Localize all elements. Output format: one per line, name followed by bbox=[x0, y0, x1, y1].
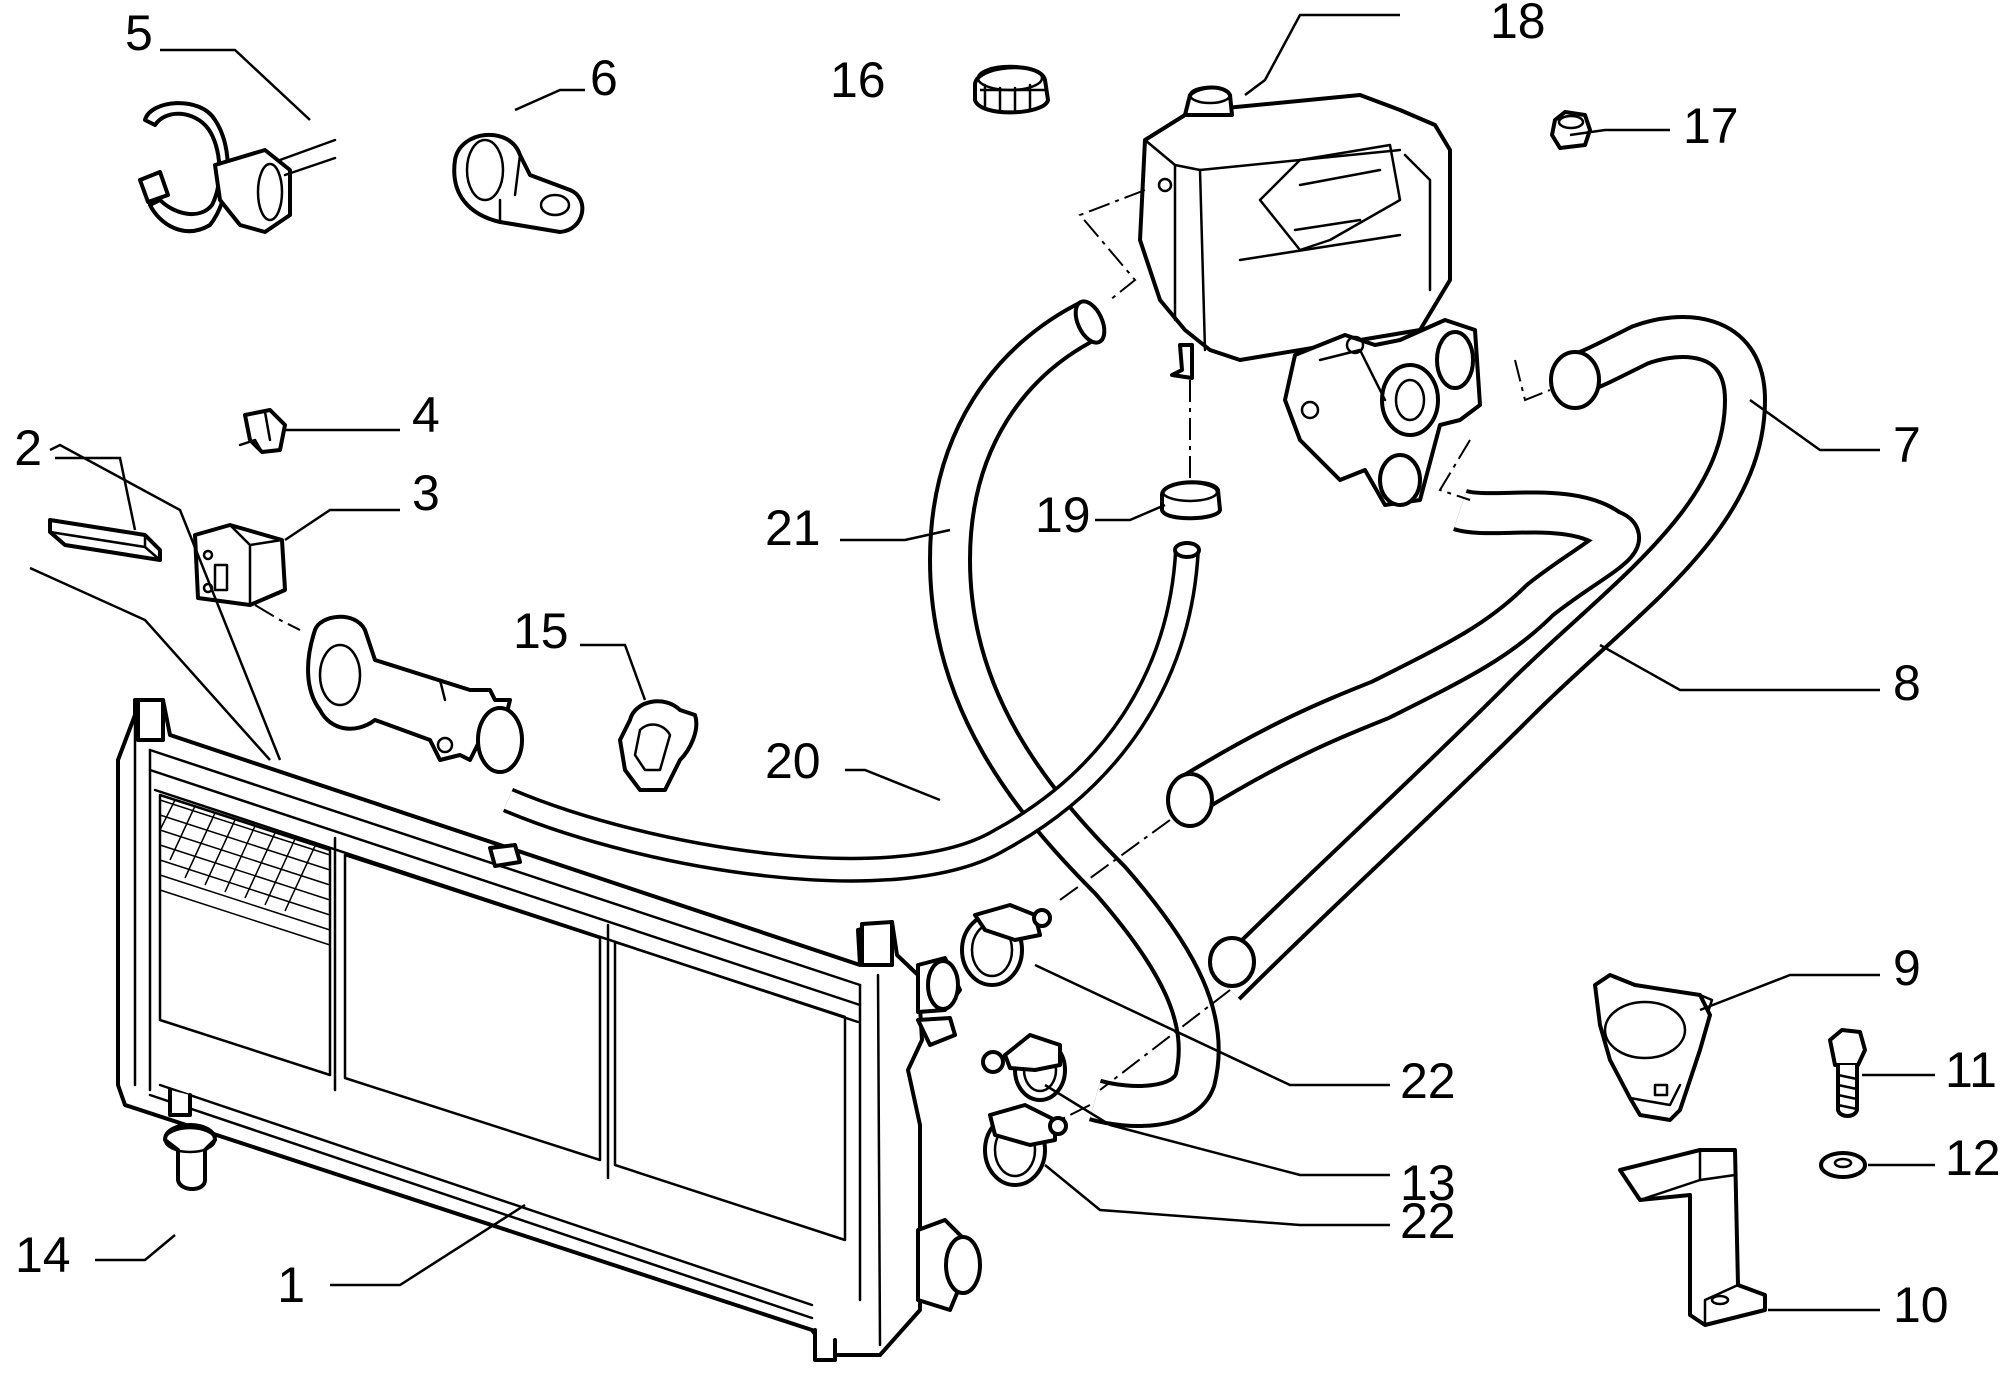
hose-connector bbox=[1593, 973, 1714, 1122]
leader-lines bbox=[29, 13, 1935, 1312]
hex-nut bbox=[1550, 110, 1592, 150]
washer bbox=[1819, 1151, 1867, 1179]
pipe-clamp-large bbox=[138, 101, 337, 234]
hose-8 bbox=[1166, 488, 1641, 828]
expansion-tank bbox=[1138, 85, 1452, 380]
radiator-mesh bbox=[159, 799, 331, 946]
callout-1: 1 bbox=[277, 1257, 305, 1313]
callout-17: 17 bbox=[1683, 98, 1739, 154]
hose-clamp-13 bbox=[981, 1033, 1067, 1102]
callout-22-upper: 22 bbox=[1400, 1053, 1456, 1109]
bolt bbox=[1828, 1028, 1867, 1118]
callout-18: 18 bbox=[1490, 0, 1546, 49]
callout-14: 14 bbox=[15, 1227, 71, 1283]
drain-plug bbox=[163, 1123, 217, 1191]
callout-16: 16 bbox=[830, 52, 886, 108]
callout-8: 8 bbox=[1893, 655, 1921, 711]
callout-7: 7 bbox=[1893, 417, 1921, 473]
hose-retaining-clip bbox=[618, 699, 699, 792]
hose-clamp-22-lower bbox=[983, 1103, 1068, 1187]
callout-2: 2 bbox=[14, 420, 42, 476]
callout-5: 5 bbox=[125, 5, 153, 61]
callout-10: 10 bbox=[1893, 1277, 1949, 1333]
small-clip bbox=[238, 408, 287, 454]
callout-9: 9 bbox=[1893, 940, 1921, 996]
callout-11: 11 bbox=[1945, 1042, 1997, 1098]
callout-12: 12 bbox=[1945, 1130, 2001, 1186]
callout-20: 20 bbox=[765, 733, 821, 789]
radiator bbox=[116, 698, 924, 1362]
callout-19: 19 bbox=[1035, 487, 1091, 543]
hose-7 bbox=[1208, 315, 1767, 1001]
hose-20 bbox=[502, 541, 1201, 883]
p-clamp bbox=[452, 132, 585, 234]
thermostat-housing bbox=[1283, 318, 1482, 507]
callout-4: 4 bbox=[412, 387, 440, 443]
callout-labels: 1 2 3 4 5 6 7 8 9 10 11 12 13 14 15 16 1… bbox=[14, 0, 2000, 1333]
radiator-lower-outlet bbox=[916, 1218, 982, 1312]
mounting-bracket bbox=[1618, 1148, 1767, 1327]
heater-pipe-fitting bbox=[306, 614, 524, 774]
small-hose-clamp bbox=[1160, 480, 1222, 521]
callout-6: 6 bbox=[590, 50, 618, 106]
callout-22-lower: 22 bbox=[1400, 1193, 1456, 1249]
callout-3: 3 bbox=[412, 465, 440, 521]
radiator-upper-outlet bbox=[916, 956, 962, 1047]
hose-clamp-22-upper bbox=[960, 903, 1052, 987]
callout-13: 13 bbox=[1400, 1155, 1456, 1211]
hose-21 bbox=[928, 299, 1221, 1128]
radiator-bracket bbox=[193, 523, 287, 607]
callout-15: 15 bbox=[513, 603, 569, 659]
assembly-axes bbox=[254, 189, 1551, 1121]
callout-21: 21 bbox=[765, 500, 821, 556]
foam-strip bbox=[48, 518, 162, 562]
